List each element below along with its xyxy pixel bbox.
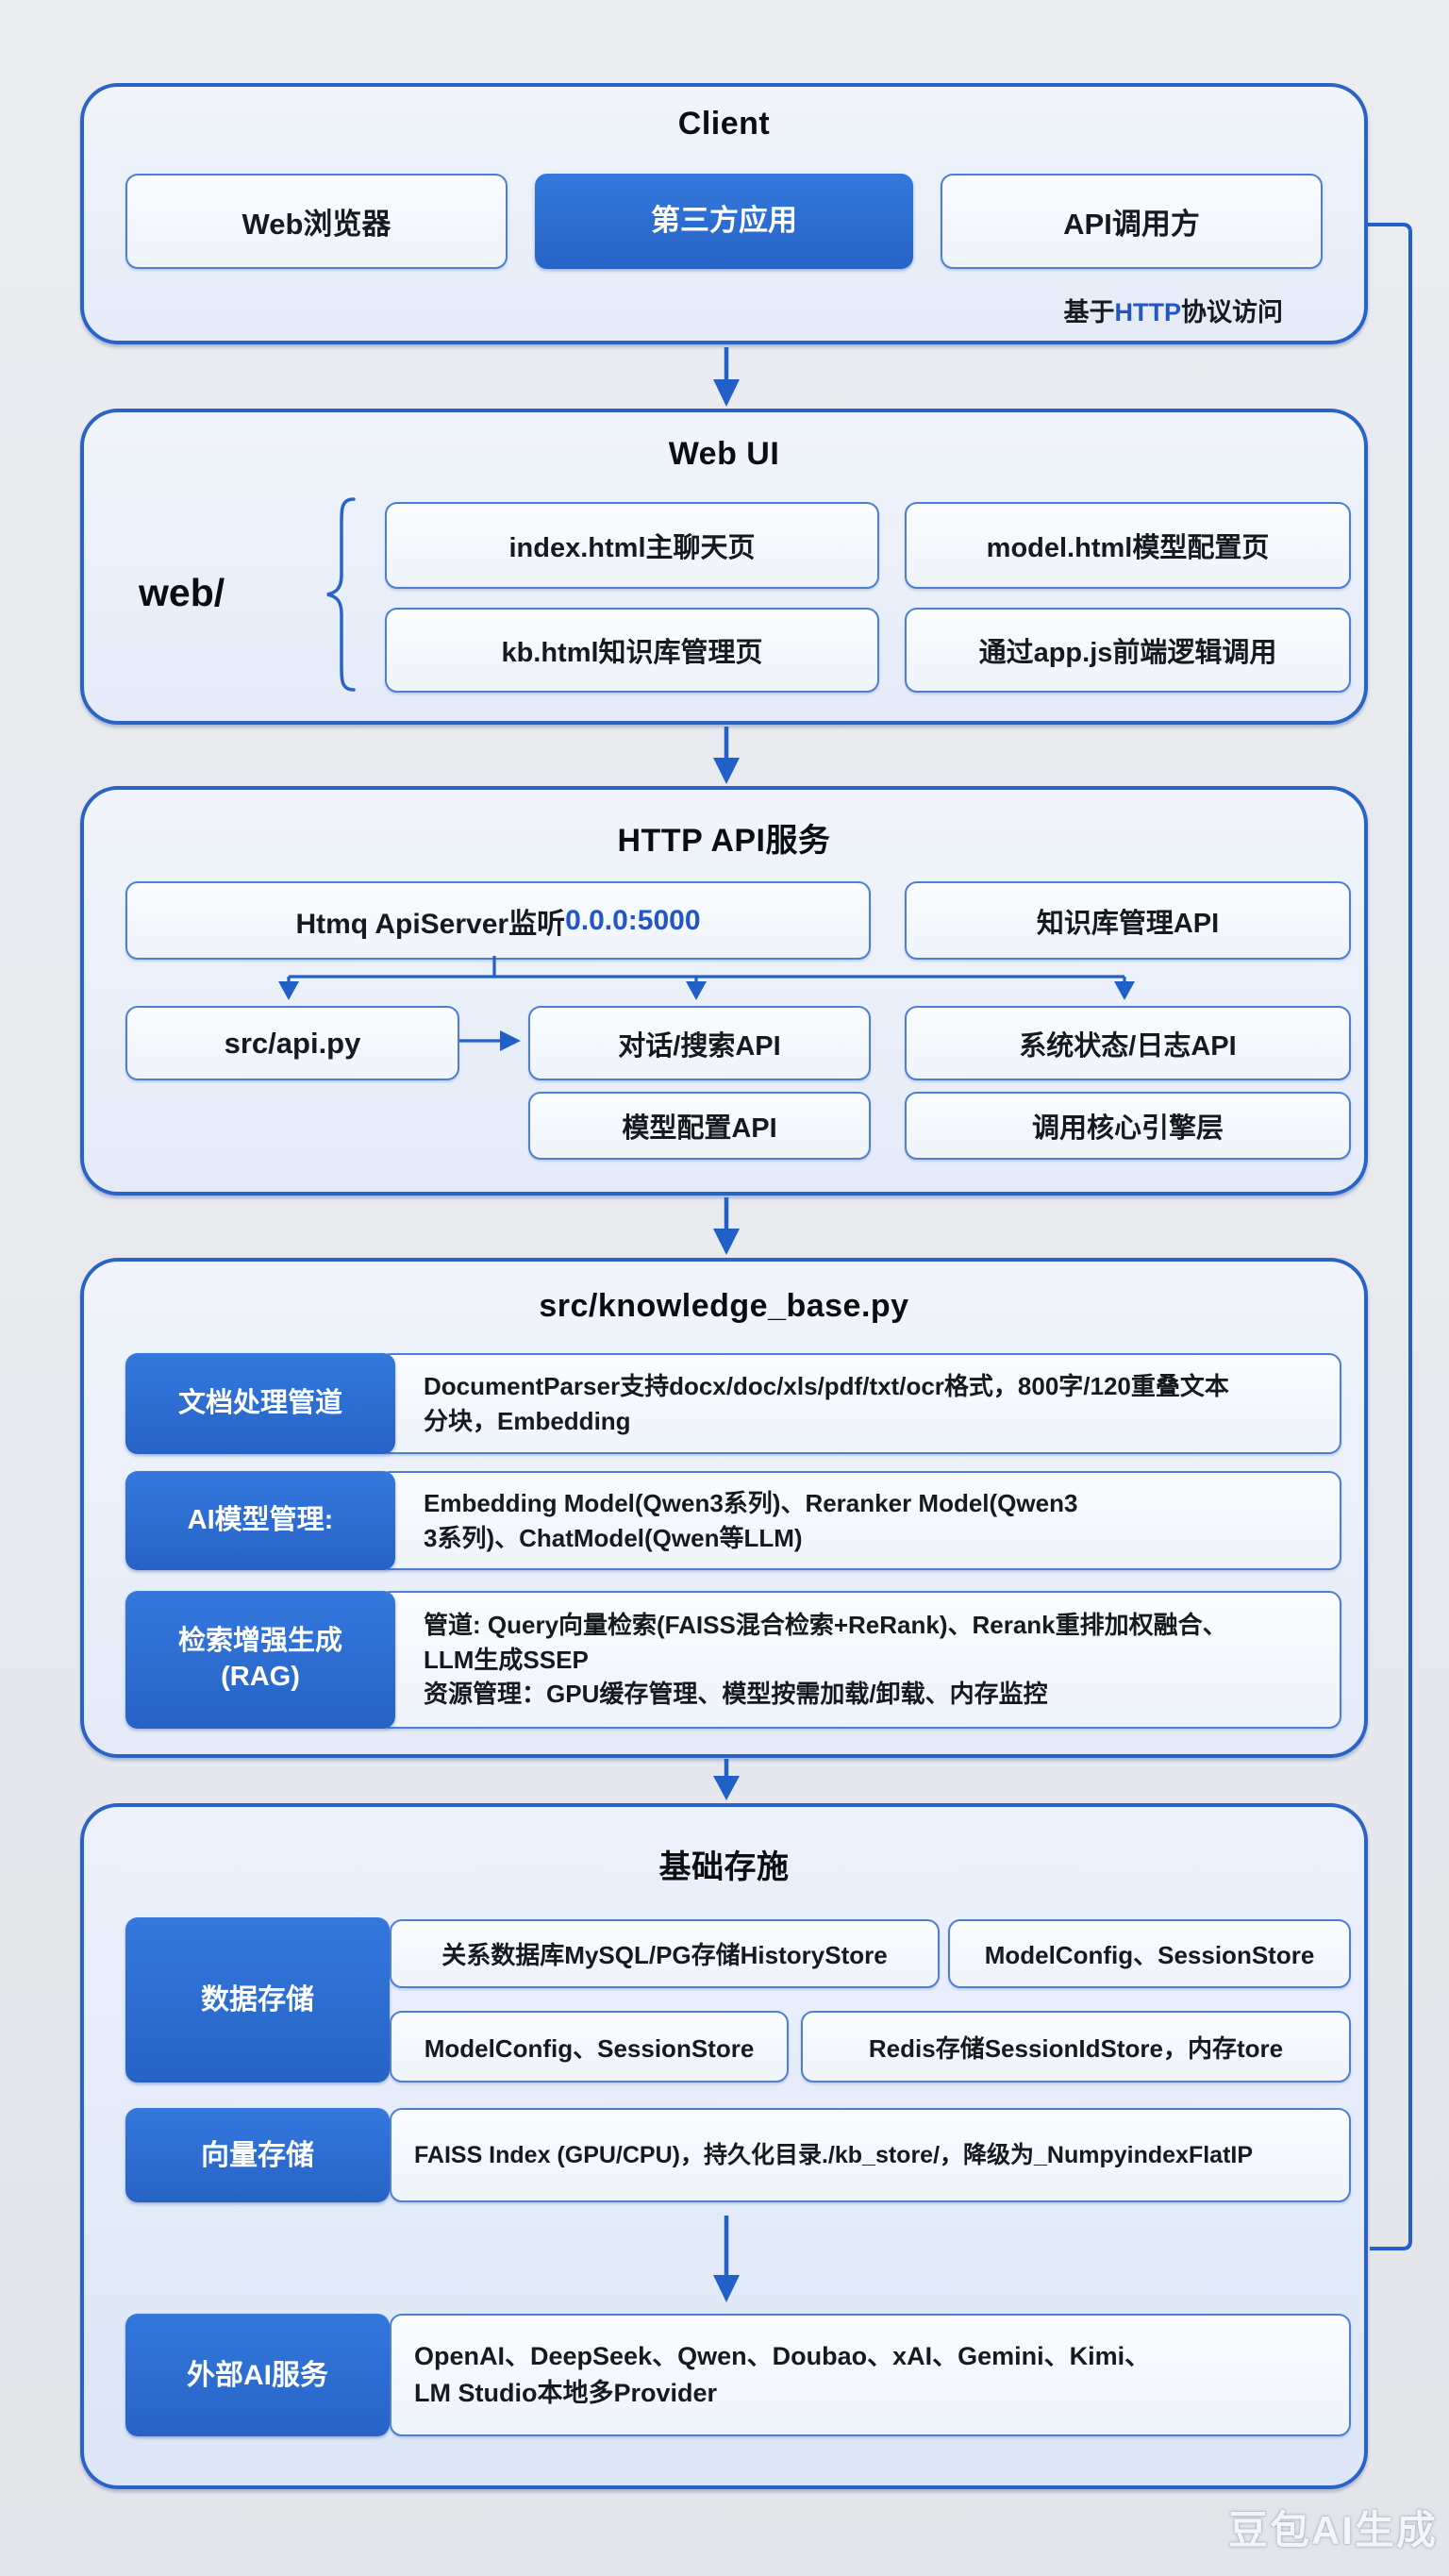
kb-row-rag: 检索增强生成 (RAG) 管道: Query向量检索(FAISS混合检索+ReR… <box>125 1591 1341 1729</box>
label-rag: 检索增强生成 (RAG) <box>125 1591 395 1729</box>
node-index-html: index.html主聊天页 <box>385 502 879 589</box>
api-title: HTTP API服务 <box>617 823 831 859</box>
ai-watermark: 豆包AI生成 <box>1227 2508 1438 2552</box>
webui-title: Web UI <box>668 436 780 472</box>
node-kb-html: kb.html知识库管理页 <box>385 608 879 693</box>
label-vector-storage: 向量存储 <box>125 2108 390 2202</box>
client-caption: 基于HTTP协议访问 <box>1064 292 1284 328</box>
section-client: Client Web浏览器 第三方应用 API调用方 基于HTTP协议访问 <box>80 83 1368 344</box>
node-modelconfig-sessionstore-a: ModelConfig、SessionStore <box>948 1919 1351 1988</box>
node-faiss-index: FAISS Index (GPU/CPU)，持久化目录./kb_store/，降… <box>390 2108 1351 2202</box>
kb-row-models: AI模型管理: Embedding Model(Qwen3系列)、Reranke… <box>125 1471 1341 1570</box>
caption-protocol: HTTP <box>1114 298 1182 326</box>
node-third-party-app: 第三方应用 <box>535 174 913 269</box>
curly-brace-icon <box>326 497 356 692</box>
section-webui: Web UI web/ index.html主聊天页 model.html模型配… <box>80 409 1368 725</box>
section-storage: 基础存施 数据存储 关系数据库MySQL/PG存储HistoryStore Mo… <box>80 1803 1368 2489</box>
section-knowledge-base: src/knowledge_base.py 文档处理管道 DocumentPar… <box>80 1258 1368 1758</box>
api-caller-bypass-line <box>1368 223 1412 2250</box>
node-model-html: model.html模型配置页 <box>905 502 1351 589</box>
api-server-address: 0.0.0:5000 <box>565 904 701 936</box>
api-server-text: Htmq ApiServer监听 <box>295 908 566 940</box>
node-mysql-pg: 关系数据库MySQL/PG存储HistoryStore <box>390 1919 940 1988</box>
label-data-storage: 数据存储 <box>125 1917 390 2083</box>
label-external-ai: 外部AI服务 <box>125 2314 390 2436</box>
caption-post: 协议访问 <box>1181 298 1283 326</box>
node-modelconfig-sessionstore-b: ModelConfig、SessionStore <box>390 2011 789 2083</box>
node-model-config-api: 模型配置API <box>528 1092 871 1160</box>
node-kb-api: 知识库管理API <box>905 881 1351 960</box>
node-appjs-call: 通过app.js前端逻辑调用 <box>905 608 1351 693</box>
node-status-log-api: 系统状态/日志API <box>905 1006 1351 1080</box>
node-core-engine: 调用核心引擎层 <box>905 1092 1351 1160</box>
label-ai-models: AI模型管理: <box>125 1471 395 1570</box>
storage-title: 基础存施 <box>658 1849 790 1885</box>
node-chat-search-api: 对话/搜索API <box>528 1006 871 1080</box>
web-dir-label: web/ <box>139 571 225 614</box>
node-src-api-py: src/api.py <box>125 1006 459 1080</box>
text-ai-models: Embedding Model(Qwen3系列)、Reranker Model(… <box>378 1471 1341 1570</box>
text-doc-pipeline: DocumentParser支持docx/doc/xls/pdf/txt/ocr… <box>378 1353 1341 1454</box>
kb-row-docs: 文档处理管道 DocumentParser支持docx/doc/xls/pdf/… <box>125 1353 1341 1454</box>
text-rag: 管道: Query向量检索(FAISS混合检索+ReRank)、Rerank重排… <box>378 1591 1341 1729</box>
caption-pre: 基于 <box>1063 298 1115 326</box>
client-title: Client <box>677 106 771 142</box>
node-redis-store: Redis存储SessionIdStore，内存tore <box>801 2011 1351 2083</box>
label-doc-pipeline: 文档处理管道 <box>125 1353 395 1454</box>
node-api-caller: API调用方 <box>941 174 1323 269</box>
kb-title: src/knowledge_base.py <box>539 1288 909 1324</box>
node-web-browser: Web浏览器 <box>125 174 508 269</box>
node-external-providers: OpenAI、DeepSeek、Qwen、Doubao、xAI、Gemini、K… <box>390 2314 1351 2436</box>
